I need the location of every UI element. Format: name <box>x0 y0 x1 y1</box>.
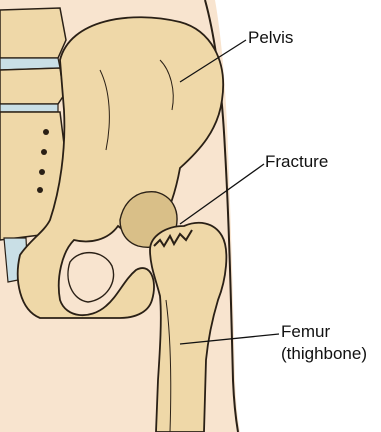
fracture-label: Fracture <box>265 152 328 172</box>
femur-sublabel: (thighbone) <box>281 344 367 364</box>
pelvis-label: Pelvis <box>248 28 293 48</box>
femur-label: Femur <box>281 322 330 342</box>
